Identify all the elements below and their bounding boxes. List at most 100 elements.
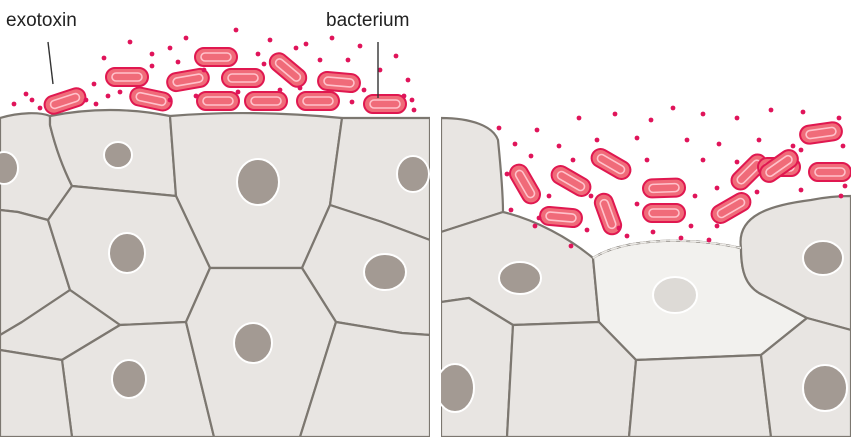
exotoxin-dot	[278, 88, 283, 93]
exotoxin-dot	[585, 228, 590, 233]
exotoxin-dot	[735, 116, 740, 121]
exotoxin-dot	[30, 98, 35, 103]
nucleus	[234, 323, 272, 363]
exotoxin-dot	[150, 64, 155, 69]
exotoxin-dot	[701, 112, 706, 117]
exotoxin-dot	[402, 94, 407, 99]
exotoxin-dot	[533, 224, 538, 229]
exotoxin-dot	[38, 106, 43, 111]
bacterium	[245, 92, 287, 110]
exotoxin-dot	[537, 216, 542, 221]
bacterium	[364, 95, 406, 113]
exotoxin-dot	[262, 62, 267, 67]
exotoxin-dot	[635, 136, 640, 141]
nucleus	[237, 159, 279, 205]
nucleus	[441, 364, 474, 412]
exotoxin-dot	[839, 194, 844, 199]
exotoxin-dot	[236, 90, 241, 95]
exotoxin-dot	[94, 102, 99, 107]
cell	[507, 322, 636, 437]
exotoxin-dot	[689, 224, 694, 229]
exotoxin-dot	[715, 224, 720, 229]
exotoxin-dot	[128, 40, 133, 45]
exotoxin-dot	[406, 78, 411, 83]
exotoxin-dot	[184, 36, 189, 41]
exotoxin-dot	[577, 116, 582, 121]
exotoxin-dot	[801, 110, 806, 115]
exotoxin-dot	[715, 186, 720, 191]
exotoxin-dot	[843, 184, 848, 189]
bacterium	[757, 147, 802, 186]
exotoxin-dot	[613, 112, 618, 117]
exotoxin-dot	[841, 144, 846, 149]
exotoxin-dot	[268, 38, 273, 43]
cell	[629, 355, 771, 437]
exotoxin-dot	[571, 158, 576, 163]
exotoxin-dot	[150, 52, 155, 57]
exotoxin-dot	[701, 158, 706, 163]
nucleus	[112, 360, 146, 398]
left-panel-healthy-tissue	[0, 0, 430, 437]
exotoxin-dot	[12, 102, 17, 107]
exotoxin-dot	[194, 94, 199, 99]
exotoxin-dot	[735, 160, 740, 165]
exotoxin-dot	[651, 230, 656, 235]
exotoxin-dot	[799, 188, 804, 193]
exotoxin-dot	[757, 138, 762, 143]
bacterium	[266, 50, 310, 91]
cell	[0, 350, 72, 437]
bacterium	[539, 206, 582, 228]
bacterium	[809, 163, 851, 181]
nucleus	[397, 156, 429, 192]
exotoxin-dot	[330, 36, 335, 41]
exotoxin-dot	[635, 202, 640, 207]
nucleus	[104, 142, 132, 168]
exotoxin-dot	[837, 116, 842, 121]
exotoxin-dot	[202, 68, 207, 73]
exotoxin-label: exotoxin	[6, 10, 77, 32]
bacterium	[317, 71, 360, 93]
exotoxin-dot	[617, 226, 622, 231]
exotoxin-dot	[304, 42, 309, 47]
exotoxin-dot	[234, 28, 239, 33]
bacterium	[548, 163, 593, 200]
nucleus	[499, 262, 541, 294]
exotoxin-dot	[513, 142, 518, 147]
exotoxin-dot	[318, 58, 323, 63]
bacterium	[222, 69, 264, 87]
exotoxin-dot	[394, 54, 399, 59]
exotoxin-dot	[346, 58, 351, 63]
exotoxin-dot	[509, 208, 514, 213]
exotoxin-dot	[625, 234, 630, 239]
exotoxin-dot	[649, 118, 654, 123]
right-panel-damaged-tissue	[441, 0, 851, 437]
exotoxin-dot	[497, 126, 502, 131]
exotoxin-dot	[168, 46, 173, 51]
exotoxin-dot	[791, 144, 796, 149]
exotoxin-dot	[595, 138, 600, 143]
bacterium	[197, 92, 239, 110]
exotoxin-dot	[92, 82, 97, 87]
exotoxin-dot	[410, 98, 415, 103]
exotoxin-dot	[106, 94, 111, 99]
exotoxin-dot	[671, 106, 676, 111]
bacterium-label: bacterium	[326, 10, 409, 32]
exotoxin-dot	[717, 142, 722, 147]
exotoxin-leader-line	[48, 42, 53, 84]
nucleus	[803, 365, 847, 411]
nucleus	[364, 254, 406, 290]
nucleus	[109, 233, 145, 273]
exotoxin-dot	[102, 56, 107, 61]
exotoxin-dot	[589, 194, 594, 199]
nucleus-damaged	[653, 277, 697, 313]
exotoxin-dot	[362, 88, 367, 93]
exotoxin-dot	[535, 128, 540, 133]
bacterium	[708, 190, 753, 227]
bacterium	[643, 204, 685, 222]
exotoxin-dot	[799, 148, 804, 153]
exotoxin-dot	[350, 100, 355, 105]
bacterium	[588, 146, 633, 183]
exotoxin-dot	[679, 236, 684, 241]
bacterium	[106, 68, 148, 86]
exotoxin-dot	[693, 194, 698, 199]
